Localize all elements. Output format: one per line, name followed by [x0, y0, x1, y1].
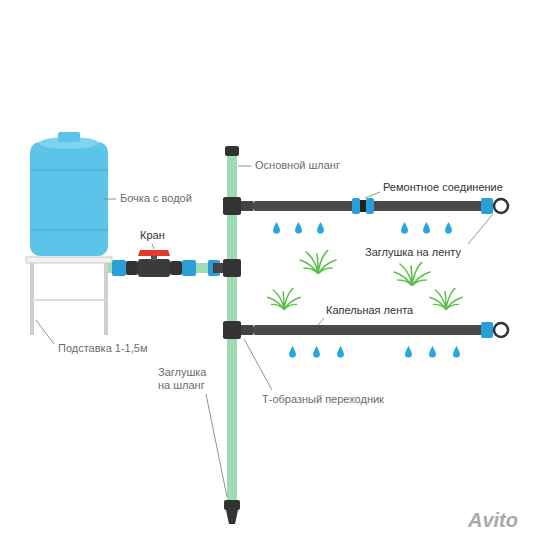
valve-label: Кран	[140, 229, 165, 242]
water-drops	[405, 346, 412, 358]
tape-plug	[481, 322, 493, 338]
water-barrel	[58, 132, 80, 142]
tape-plug	[481, 198, 493, 214]
hose-plug	[224, 500, 240, 524]
leader-line	[238, 166, 251, 167]
repair-connector	[360, 200, 366, 212]
water-drops	[401, 222, 408, 234]
leader-line	[152, 244, 154, 249]
watermark: Avito	[468, 508, 518, 532]
barrel-label: Бочка с водой	[120, 192, 192, 205]
leader-line	[468, 214, 493, 244]
tape-plug	[481, 198, 508, 338]
barrel-stand	[32, 299, 106, 301]
valve	[138, 250, 170, 256]
tape-plug	[494, 199, 508, 213]
drip-tape	[253, 325, 485, 335]
main-hose	[223, 321, 241, 339]
water-drops	[337, 346, 344, 358]
repair-connector	[366, 198, 374, 214]
grass-tuft	[268, 250, 462, 310]
water-drops	[313, 346, 320, 358]
leader-line	[36, 320, 54, 344]
valve	[138, 259, 170, 277]
main-hose	[223, 259, 241, 277]
supply-pipe	[170, 261, 182, 275]
barrel-stand	[26, 257, 112, 263]
leader-line	[365, 192, 380, 198]
water-barrel	[30, 169, 108, 171]
t-adapter	[213, 263, 223, 273]
grass-tuft	[268, 288, 300, 310]
t-adapter	[241, 325, 253, 335]
hose-plug	[224, 500, 240, 510]
water-drops	[295, 222, 302, 234]
water-drops	[429, 346, 436, 358]
repair-connector	[352, 198, 374, 214]
plug-label: Заглушка на ленту	[365, 246, 461, 259]
t-adapter	[213, 201, 253, 335]
repair-connector	[352, 198, 360, 214]
hose-label: Основной шланг	[255, 159, 340, 172]
hose-plug	[226, 510, 238, 524]
tape-plug	[494, 323, 508, 337]
water-drops	[445, 222, 452, 234]
hose-plug-label: Заглушка на шланг	[158, 366, 214, 392]
water-drops	[273, 222, 460, 358]
drip-tape	[253, 201, 485, 335]
supply-pipe	[112, 260, 126, 276]
water-drops	[273, 222, 280, 234]
leader-line	[318, 318, 324, 325]
main-hose	[223, 197, 241, 215]
water-drops	[317, 222, 324, 234]
main-hose	[223, 146, 241, 508]
water-barrel	[30, 132, 108, 256]
grass-tuft	[394, 262, 430, 286]
grass-tuft	[300, 250, 336, 274]
t-adapter	[241, 201, 253, 211]
supply-pipe	[108, 260, 232, 276]
grass-tuft	[430, 288, 462, 310]
supply-pipe	[126, 261, 138, 275]
water-drops	[289, 346, 296, 358]
main-hose	[225, 146, 239, 156]
connector-label: Ремонтное соединение	[383, 181, 503, 194]
water-barrel	[30, 142, 108, 256]
leader-line	[244, 339, 272, 390]
stand-label: Подставка 1-1,5м	[58, 342, 147, 355]
adapter-label: Т-образный переходник	[262, 393, 384, 406]
water-drops	[453, 346, 460, 358]
leader-line	[36, 166, 493, 497]
leader-line	[104, 199, 116, 200]
water-drops	[423, 222, 430, 234]
supply-pipe	[182, 260, 196, 276]
water-barrel	[30, 229, 108, 231]
leader-line	[206, 394, 227, 497]
valve	[138, 250, 170, 277]
tape-label: Капельная лента	[326, 304, 413, 317]
